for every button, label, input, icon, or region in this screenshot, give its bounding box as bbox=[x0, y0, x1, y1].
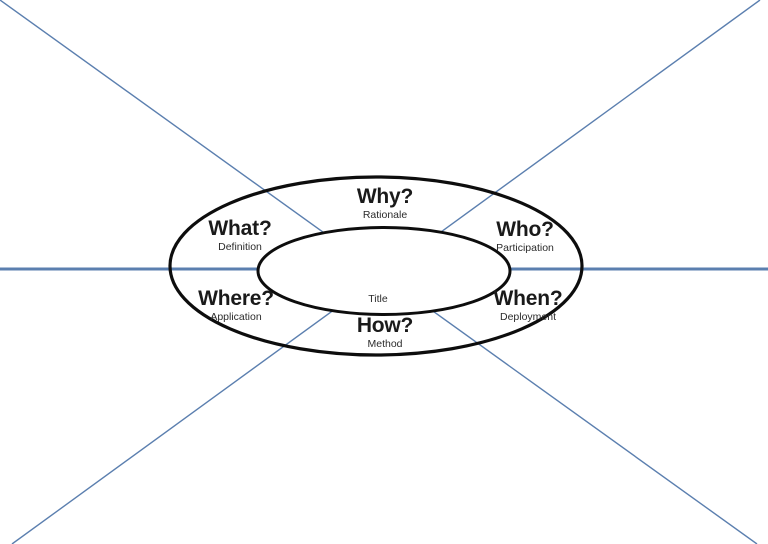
inner-ellipse bbox=[256, 226, 512, 316]
center-title-text: Title bbox=[368, 293, 388, 305]
sector-question-how: How? bbox=[356, 314, 414, 337]
sector-subtitle-how: Method bbox=[367, 338, 403, 350]
sector-question-where: Where? bbox=[198, 287, 274, 310]
sector-label-where: Where? Application bbox=[177, 288, 295, 323]
outer-ellipse bbox=[168, 175, 584, 357]
sector-label-how: How? Method bbox=[330, 315, 440, 350]
sector-label-who: Who? Participation bbox=[470, 219, 580, 254]
sector-question-who: Who? bbox=[496, 218, 554, 241]
sector-label-what: What? Definition bbox=[185, 218, 295, 253]
sector-question-why: Why? bbox=[356, 185, 414, 208]
sector-label-why: Why? Rationale bbox=[330, 186, 440, 221]
sector-subtitle-why: Rationale bbox=[362, 209, 408, 221]
sector-subtitle-what: Definition bbox=[218, 241, 262, 253]
sector-question-what: What? bbox=[208, 217, 272, 240]
sector-subtitle-who: Participation bbox=[496, 242, 554, 254]
sector-subtitle-where: Application bbox=[210, 311, 262, 323]
sector-subtitle-when: Deployment bbox=[499, 311, 557, 323]
sector-question-when: When? bbox=[493, 287, 563, 310]
sector-label-when: When? Deployment bbox=[470, 288, 586, 323]
center-title-label: Title bbox=[343, 293, 413, 305]
